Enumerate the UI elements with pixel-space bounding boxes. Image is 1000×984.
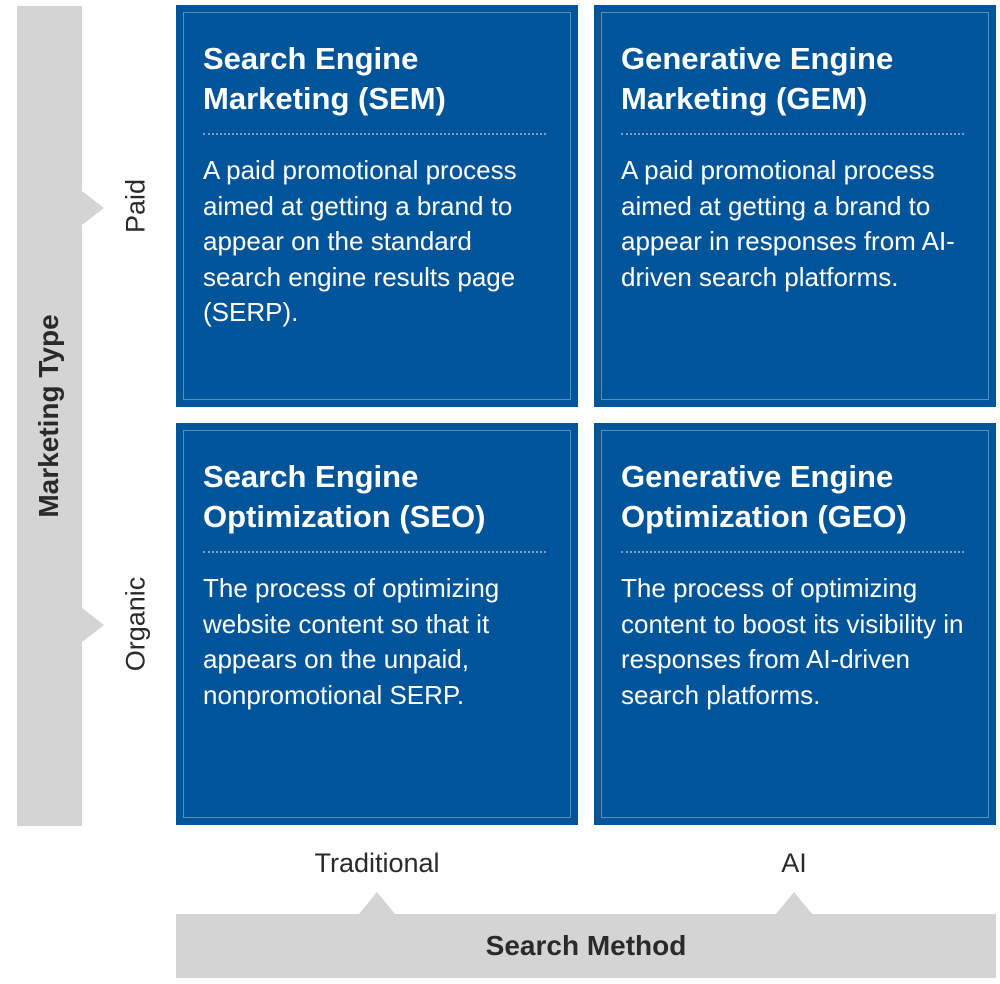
dotted-divider (621, 551, 964, 553)
marketing-type-axis-title: Marketing Type (33, 314, 64, 518)
quadrant-frame (601, 430, 989, 818)
column-label-ai: AI (781, 848, 807, 878)
traditional-column-pointer (359, 892, 395, 914)
quadrant-description: A paid promotional process aimed at gett… (203, 155, 517, 327)
row-label-paid: Paid (120, 178, 151, 234)
quadrant-title: Generative Engine Marketing (GEM) (621, 41, 894, 116)
dotted-divider (203, 133, 546, 135)
quadrant-frame (601, 12, 989, 400)
search-method-axis-title: Search Method (485, 930, 687, 961)
quadrant-gem: Generative Engine Marketing (GEM) A paid… (594, 5, 996, 407)
quadrant-frame (183, 12, 571, 400)
quadrant-description: The process of optimizing content to boo… (621, 573, 964, 710)
quadrant-description: A paid promotional process aimed at gett… (621, 155, 955, 292)
quadrant-description: The process of optimizing website conten… (203, 573, 500, 710)
quadrant-seo: Search Engine Optimization (SEO) The pro… (176, 423, 578, 825)
quadrant-title: Generative Engine Optimization (GEO) (621, 459, 907, 534)
dotted-divider (203, 551, 546, 553)
quadrant-title: Search Engine Marketing (SEM) (203, 41, 446, 116)
quadrant-sem: Search Engine Marketing (SEM) A paid pro… (176, 5, 578, 407)
dotted-divider (621, 133, 964, 135)
quadrant-title: Search Engine Optimization (SEO) (203, 459, 486, 534)
ai-column-pointer (776, 892, 812, 914)
quadrant-geo: Generative Engine Optimization (GEO) The… (594, 423, 996, 825)
organic-row-pointer (82, 608, 104, 642)
paid-row-pointer (82, 191, 104, 225)
marketing-type-axis-bar (17, 6, 82, 826)
column-label-traditional: Traditional (314, 848, 440, 878)
quadrant-frame (183, 430, 571, 818)
row-label-organic: Organic (120, 576, 151, 672)
search-method-axis-bar (176, 914, 996, 978)
